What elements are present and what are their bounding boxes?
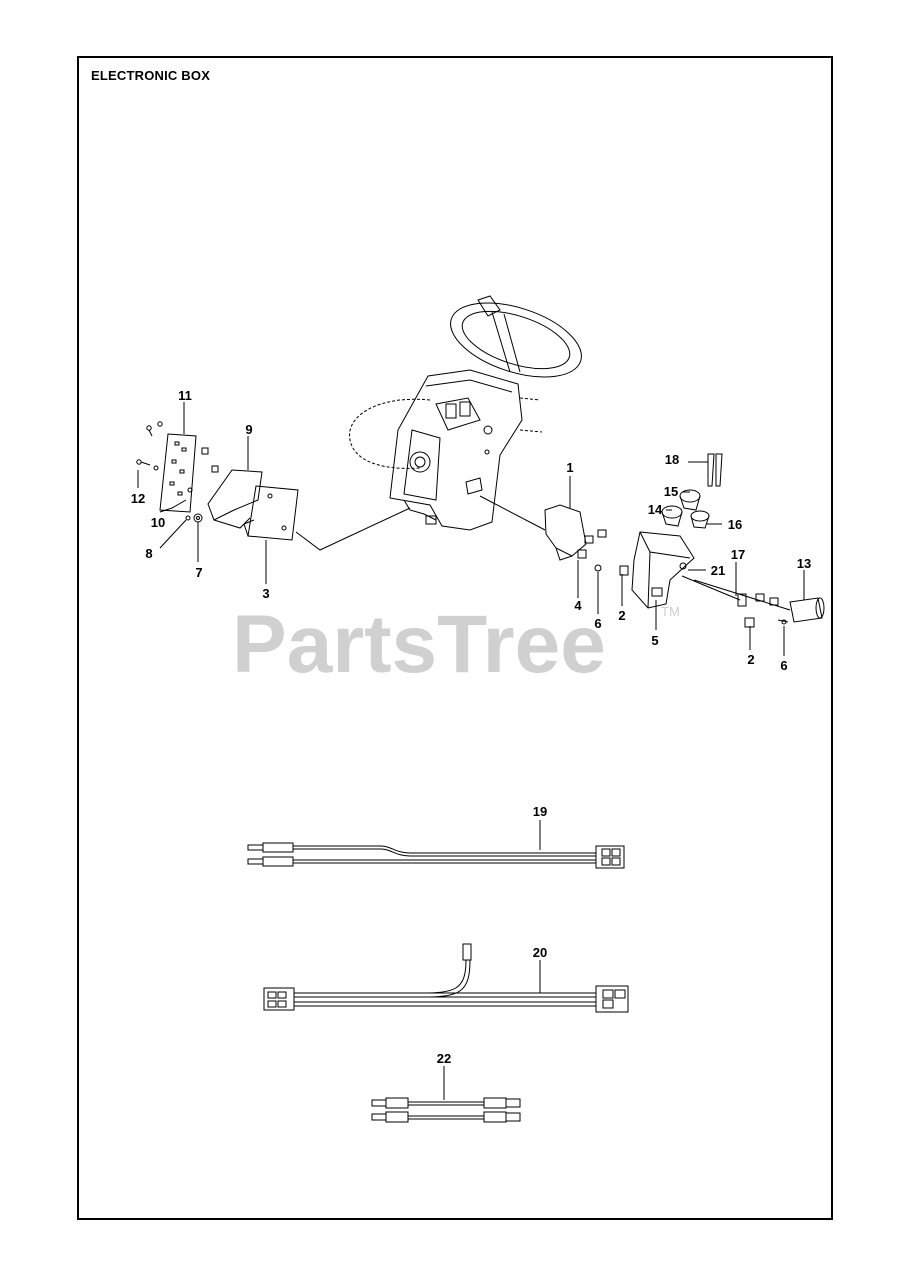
callout-7: 7 bbox=[195, 565, 202, 580]
callout-8: 8 bbox=[145, 546, 152, 561]
callout-15: 15 bbox=[664, 484, 678, 499]
callout-11: 11 bbox=[178, 388, 192, 403]
callout-14: 14 bbox=[648, 502, 663, 517]
wire-harness-19 bbox=[247, 842, 625, 869]
leader-lines bbox=[137, 402, 805, 1100]
callout-6b: 6 bbox=[780, 658, 787, 673]
callout-12: 12 bbox=[131, 491, 145, 506]
callout-21: 21 bbox=[711, 563, 725, 578]
callout-3: 3 bbox=[262, 586, 269, 601]
callout-18: 18 bbox=[665, 452, 679, 467]
callout-20: 20 bbox=[533, 945, 547, 960]
callout-2b: 2 bbox=[747, 652, 754, 667]
page-title: ELECTRONIC BOX bbox=[91, 68, 211, 83]
watermark-text: PartsTree bbox=[232, 599, 606, 690]
watermark-tm: TM bbox=[661, 604, 680, 619]
callout-22: 22 bbox=[437, 1051, 451, 1066]
callout-9: 9 bbox=[245, 422, 252, 437]
callout-6a: 6 bbox=[594, 616, 601, 631]
assembly-line-2 bbox=[479, 495, 546, 531]
assembly-line bbox=[295, 507, 411, 551]
callout-10: 10 bbox=[151, 515, 165, 530]
callout-17: 17 bbox=[731, 547, 745, 562]
callout-labels: 11 9 12 10 8 7 3 1 4 6 2 5 18 15 14 16 1… bbox=[131, 388, 811, 1066]
callout-13: 13 bbox=[797, 556, 811, 571]
diagram-frame bbox=[77, 56, 833, 1220]
callout-1: 1 bbox=[566, 460, 573, 475]
callout-19: 19 bbox=[533, 804, 547, 819]
wire-harness-22 bbox=[371, 1097, 521, 1123]
callout-5: 5 bbox=[651, 633, 658, 648]
control-board-assembly bbox=[136, 421, 299, 541]
wire-harness-20 bbox=[263, 943, 629, 1013]
switch-box-assembly bbox=[544, 453, 825, 628]
callout-2a: 2 bbox=[618, 608, 625, 623]
steering-column-assembly bbox=[349, 295, 582, 531]
callout-4: 4 bbox=[574, 598, 582, 613]
callout-16: 16 bbox=[728, 517, 742, 532]
